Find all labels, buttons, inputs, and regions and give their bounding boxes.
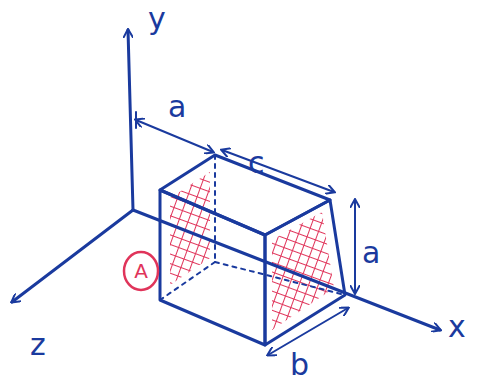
dimension-label: b — [290, 350, 309, 380]
axis-label: y — [148, 4, 166, 34]
axis-label: x — [448, 312, 466, 342]
axis-label: z — [30, 330, 46, 360]
dimension-label: a — [168, 92, 186, 122]
dimension-label: c — [248, 148, 265, 178]
circled-callout: A — [122, 250, 160, 292]
callout-letter: A — [134, 261, 148, 281]
dimension-label: a — [362, 238, 380, 268]
